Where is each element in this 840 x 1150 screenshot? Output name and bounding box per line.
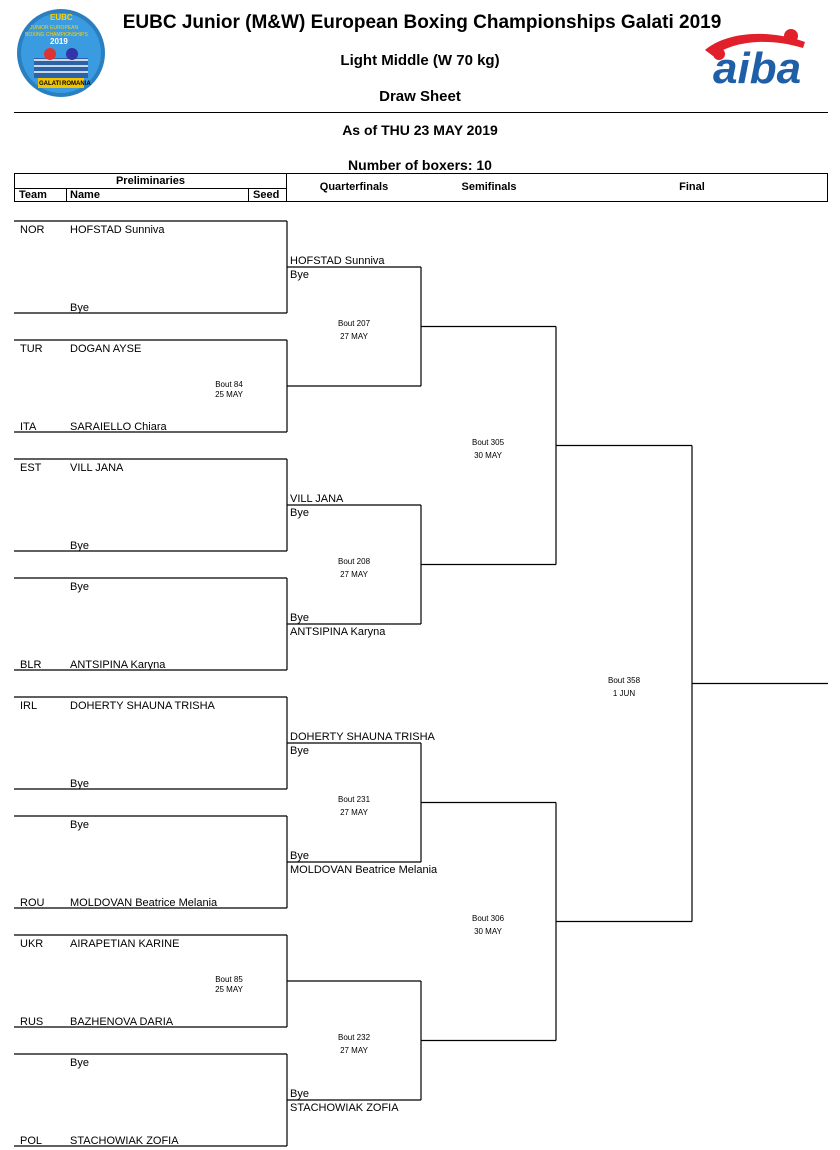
draw-sheet-label: Draw Sheet (379, 88, 461, 105)
qf-name-top: VILL JANA (290, 493, 344, 505)
qf-sub-bottom: Bye (290, 850, 309, 862)
header-divider (14, 112, 828, 113)
bout-number: Bout 207 (337, 318, 371, 328)
bout-date: 27 MAY (340, 569, 368, 579)
entry-team: UKR (20, 938, 44, 950)
logo-text-year: 2019 (50, 37, 68, 46)
logo-text-2: BOXING CHAMPIONSHIPS (25, 32, 88, 38)
bout-date: 25 MAY (215, 985, 243, 994)
header-separator (286, 173, 287, 202)
entry-team: ROU (20, 897, 45, 909)
logo-text-country: ROMANIA (62, 81, 91, 87)
col-quarterfinals: Quarterfinals (319, 181, 389, 193)
col-final: Final (679, 181, 705, 193)
bout-date: 30 MAY (474, 926, 502, 936)
entry-name: ANTSIPINA Karyna (70, 659, 166, 671)
entry-name: DOGAN AYSE (70, 343, 142, 355)
bout-number: Bout 358 (607, 675, 641, 685)
entry-team: BLR (20, 659, 42, 671)
qf-sub-top: Bye (290, 745, 309, 757)
col-preliminaries: Preliminaries (115, 175, 186, 187)
logo-text-eubc: EUBC (50, 13, 73, 22)
bout-number: Bout 305 (471, 437, 505, 447)
qf-sub-bottom: Bye (290, 612, 309, 624)
bout-number: Bout 84 (215, 380, 243, 389)
aiba-logo: aiba (695, 28, 815, 98)
entry-name: Bye (70, 302, 89, 314)
bout-number: Bout 306 (471, 913, 505, 923)
entry-team: TUR (20, 343, 43, 355)
qf-name-bottom: MOLDOVAN Beatrice Melania (290, 864, 438, 876)
logo-text-city: GALATI (39, 81, 61, 87)
header-seed-separator (248, 188, 249, 202)
qf-name-bottom: ANTSIPINA Karyna (290, 626, 386, 638)
qf-name-bottom: STACHOWIAK ZOFIA (290, 1102, 399, 1114)
entry-name: BAZHENOVA DARIA (70, 1016, 174, 1028)
entry-name: SARAIELLO Chiara (70, 421, 167, 433)
boxer-count: Number of boxers: 10 (348, 157, 492, 173)
bout-date: 1 JUN (612, 688, 636, 698)
col-name: Name (70, 189, 100, 201)
qf-sub-top: Bye (290, 269, 309, 281)
entry-name: AIRAPETIAN KARINE (70, 938, 180, 950)
entry-name: STACHOWIAK ZOFIA (70, 1135, 179, 1147)
col-team: Team (19, 189, 47, 201)
bout-number: Bout 85 (215, 975, 243, 984)
entry-team: ITA (20, 421, 37, 433)
as-of-date: As of THU 23 MAY 2019 (342, 122, 498, 138)
bout-date: 27 MAY (340, 331, 368, 341)
entry-name: Bye (70, 1057, 89, 1069)
qf-sub-top: Bye (290, 507, 309, 519)
bout-number: Bout 208 (337, 556, 371, 566)
bout-date: 30 MAY (474, 450, 502, 460)
bout-date: 25 MAY (215, 390, 243, 399)
entry-name: HOFSTAD Sunniva (70, 224, 165, 236)
entry-name: DOHERTY SHAUNA TRISHA (70, 700, 215, 712)
logo-text-1: JUNIOR EUROPEAN (30, 25, 79, 31)
entry-name: Bye (70, 581, 89, 593)
entry-team: NOR (20, 224, 45, 236)
entry-team: POL (20, 1135, 43, 1147)
qf-sub-bottom: Bye (290, 1088, 309, 1100)
entry-name: Bye (70, 778, 89, 790)
col-seed: Seed (253, 189, 280, 201)
eubc-logo: EUBC JUNIOR EUROPEAN BOXING CHAMPIONSHIP… (16, 8, 106, 98)
bout-date: 27 MAY (340, 807, 368, 817)
entry-team: IRL (20, 700, 38, 712)
column-header-box (14, 173, 828, 202)
qf-name-top: DOHERTY SHAUNA TRISHA (290, 731, 435, 743)
col-semifinals: Semifinals (461, 181, 517, 193)
entry-name: Bye (70, 819, 89, 831)
qf-name-top: HOFSTAD Sunniva (290, 255, 385, 267)
header-team-separator (66, 188, 67, 202)
aiba-wordmark: aiba (713, 44, 802, 93)
entry-name: VILL JANA (70, 462, 124, 474)
header-sub-separator (14, 188, 287, 189)
bout-number: Bout 231 (337, 794, 371, 804)
bout-number: Bout 232 (337, 1032, 371, 1042)
page-title: EUBC Junior (M&W) European Boxing Champi… (122, 12, 722, 33)
entry-team: RUS (20, 1016, 44, 1028)
entry-name: Bye (70, 540, 89, 552)
entry-name: MOLDOVAN Beatrice Melania (70, 897, 218, 909)
entry-team: EST (20, 462, 42, 474)
weight-category: Light Middle (W 70 kg) (340, 52, 500, 69)
bout-date: 27 MAY (340, 1045, 368, 1055)
